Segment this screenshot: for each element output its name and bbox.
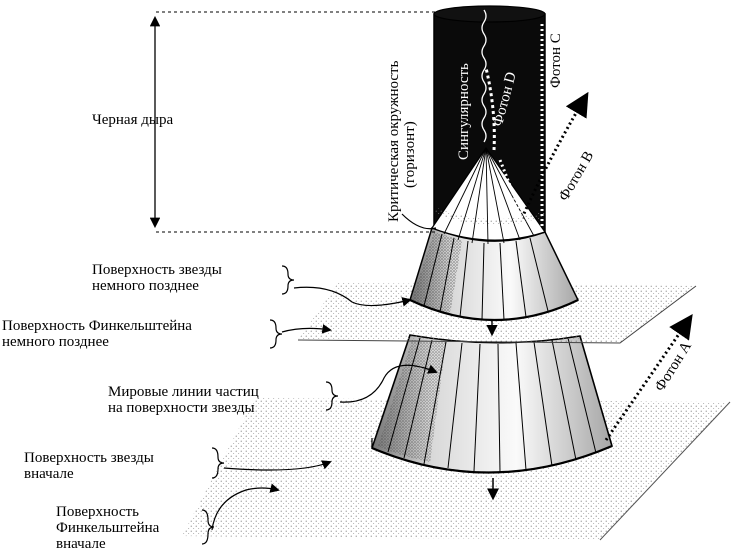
photon-c-label: Фотон C — [548, 33, 564, 88]
star-surface-later-line1: Поверхность звезды — [92, 262, 222, 278]
singularity-label: Сингулярность — [456, 63, 472, 160]
photon-b-path — [520, 91, 589, 219]
finkelstein-initial-line1: Поверхность — [56, 504, 139, 520]
finkelstein-later-line1: Поверхность Финкельштейна — [2, 318, 192, 334]
world-lines-line2: на поверхности звезды — [108, 400, 255, 416]
finkelstein-initial-line3: вначале — [56, 536, 106, 552]
finkelstein-initial-line2: Финкельштейна — [56, 520, 160, 536]
star-surface-initial-line2: вначале — [24, 466, 74, 482]
star-surface-initial-label: Поверхность звезды вначале — [24, 450, 154, 482]
critical-circle-label-line1: Критическая окружность — [386, 60, 402, 222]
world-lines-line1: Мировые линии частиц — [108, 384, 259, 400]
critical-circle-label: Критическая окружность (горизонт) — [386, 61, 418, 222]
star-surface-later-line2: немного позднее — [92, 278, 199, 294]
finkelstein-later-line2: немного позднее — [2, 334, 109, 350]
critical-circle-label-line2: (горизонт) — [402, 121, 418, 188]
photon-d-path — [484, 67, 496, 151]
star-surface-later-label: Поверхность звезды немного позднее — [92, 262, 222, 294]
star-surface-initial-line1: Поверхность звезды — [24, 450, 154, 466]
world-lines-lower — [387, 337, 597, 473]
finkelstein-later-label: Поверхность Финкельштейна немного поздне… — [2, 318, 192, 350]
black-hole-label: Черная дыра — [92, 112, 174, 128]
finkelstein-initial-label: Поверхность Финкельштейна вначале — [56, 504, 159, 552]
finkelstein-plane-initial-edge — [599, 401, 731, 541]
world-lines-label: Мировые линии частиц на поверхности звез… — [108, 384, 259, 416]
world-lines-upper — [423, 233, 549, 321]
singularity-line — [481, 9, 487, 143]
